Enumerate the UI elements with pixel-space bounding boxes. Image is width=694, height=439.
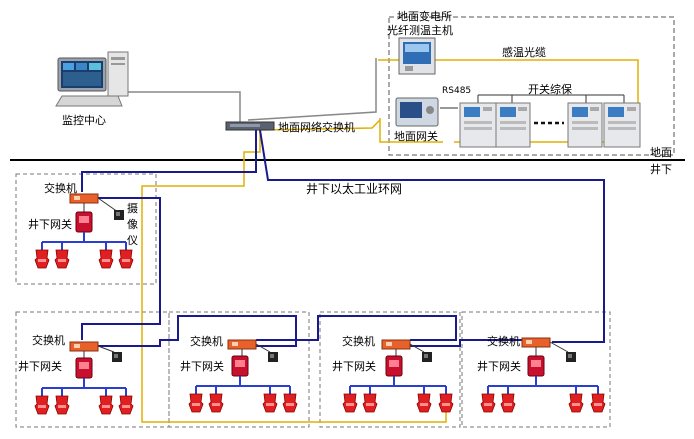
temperature-sensor-upper-3 [118,249,134,269]
lower-node-box-3 [319,311,461,428]
substation-label: 地面变电所 [397,9,452,23]
lower-switch-label-2: 交换机 [190,334,223,348]
ring-link-1-2 [94,315,297,347]
switch-protection-device-1 [459,102,497,148]
sensing-fiber-connector [379,118,443,143]
camera-char-2: 像 [127,218,138,231]
camera-char-3: 仪 [127,234,138,247]
ring-network-upper [81,130,257,192]
lower-gateway-screen-2 [235,360,245,367]
temperature-sensor-upper-0 [34,249,50,269]
lower-camera-lens-1 [114,354,118,358]
temperature-sensor-upper-1 [54,249,70,269]
temperature-sensor-lower1-2 [98,395,114,415]
temperature-sensor-lower1-0 [34,395,50,415]
temperature-sensor-lower4-3 [590,393,606,413]
lower-gateway-label-1: 井下网关 [18,359,62,373]
host-link [247,58,377,121]
sensing-fiber-lower [141,119,447,423]
temperature-sensor-lower2-0 [188,393,204,413]
lower-switch-port-3 [386,342,392,346]
temperature-sensor-lower2-3 [282,393,298,413]
camera-char-1: 摄 [127,201,138,215]
lower-camera-link-2 [255,343,271,353]
ground-label: 地面 [650,146,672,159]
lower-node-box-2 [168,311,310,428]
sensing-fiber-label: 感温光缆 [502,45,546,59]
sensing-fiber-upper [378,59,639,143]
lower-switch-label-1: 交换机 [32,333,65,347]
lower-gateway-screen-4 [531,360,541,367]
ground-gateway-label: 地面网关 [394,129,438,143]
temperature-sensor-lower4-1 [500,393,516,413]
ring-link-2-3 [256,315,457,347]
lower-gateway-screen-3 [389,360,399,367]
upper-switch-label: 交换机 [44,181,77,195]
temperature-sensor-lower1-3 [118,395,134,415]
monitor-link [122,91,241,124]
rs485-label: RS485 [442,86,471,96]
temperature-sensor-lower3-1 [362,393,378,413]
ring-link-3-4 [410,339,534,347]
ring-network-right [259,129,605,343]
ring-network-left [81,197,161,340]
fiber-temperature-host [398,37,436,75]
temperature-sensor-lower3-0 [342,393,358,413]
monitor-center-label: 监控中心 [62,113,106,127]
lower-camera-link-4 [549,341,569,353]
upper-switch-device [69,193,99,204]
temperature-sensor-lower2-1 [208,393,224,413]
lower-switch-port-1 [74,344,80,348]
temperature-sensor-lower2-2 [262,393,278,413]
sensor-branches [34,232,606,415]
fiber-host-label: 光纤测温主机 [387,23,453,37]
temperature-sensor-lower3-2 [416,393,432,413]
upper-node-box [15,173,157,285]
ground-gateway-device [395,97,439,127]
lower-camera-lens-4 [568,354,572,358]
lower-camera-link-1 [97,345,115,353]
ground-switch-label: 地面网络交换机 [278,120,355,134]
switch-protection-device-4 [603,102,641,148]
lower-switch-port-4 [526,340,532,344]
lower-gateway-screen-1 [79,362,89,369]
lower-gateway-label-4: 井下网关 [477,359,521,373]
temperature-sensor-upper-2 [98,249,114,269]
temperature-sensor-lower4-2 [568,393,584,413]
lower-node-box-4 [461,311,611,428]
ring-network-label: 井下以太工业环网 [306,181,402,196]
upper-camera-link [97,197,119,213]
lower-switch-port-2 [232,342,238,346]
lower-camera-lens-3 [424,354,428,358]
underground-label: 井下 [650,162,672,176]
upper-camera-icon [114,210,124,220]
temperature-sensor-lower4-0 [480,393,496,413]
switch-protection-device-2 [495,102,531,148]
switch-protection-device-3 [567,102,603,148]
substation-box [388,16,675,156]
ground-switch-device [225,121,275,131]
monitor-center-computer [55,51,129,107]
temperature-sensor-lower3-3 [438,393,454,413]
upper-gateway-device [75,211,93,233]
lower-switch-label-3: 交换机 [342,334,375,348]
lower-node-box-1 [15,311,170,428]
lower-camera-lens-2 [270,354,274,358]
lower-gateway-label-3: 井下网关 [332,359,376,373]
lower-camera-link-3 [409,343,425,353]
temperature-sensor-lower1-1 [54,395,70,415]
lower-gateway-label-2: 井下网关 [180,359,224,373]
lower-switch-label-4: 交换机 [487,334,520,348]
upper-gateway-label: 井下网关 [28,217,72,231]
switch-protection-label: 开关综保 [528,82,572,96]
